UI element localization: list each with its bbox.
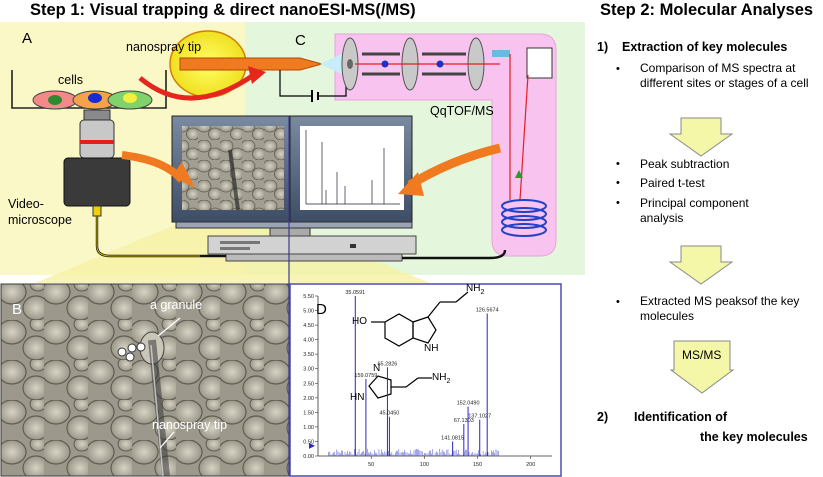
y-tick-label: 5.50 <box>303 294 314 300</box>
y-tick-label: 1.00 <box>303 425 314 431</box>
monitors-drawing <box>171 115 507 262</box>
cells-drawing <box>32 90 153 110</box>
step-pca: Principal component analysis <box>640 196 749 225</box>
msms-label: MS/MS <box>682 348 722 362</box>
peak-label: 159.0759 <box>354 373 377 379</box>
mass-spectrum-chart: 5.50 5.00 4.50 4.00 3.50 3.00 2.50 2.00 1.50 1.00… <box>303 290 552 468</box>
step1-title: Step 1: Visual trapping & direct nanoESI… <box>30 1 416 19</box>
mol-nh: NH <box>424 343 439 354</box>
mol-n: N <box>373 363 381 374</box>
bullet-dot: • <box>616 177 620 189</box>
label-qqtof: QqTOF/MS <box>430 104 494 118</box>
molecule-structures <box>368 291 469 399</box>
x-tick-label: 150 <box>473 462 482 468</box>
y-tick-label: 3.00 <box>303 367 314 373</box>
step-peak-subtraction: Peak subtraction <box>640 157 730 171</box>
x-tick-label: 50 <box>368 462 374 468</box>
ion-optics <box>341 37 553 201</box>
peak-label: 35.0591 <box>345 290 365 296</box>
label-granule: a granule <box>150 298 203 312</box>
panel-label-c: C <box>295 32 306 49</box>
y-tick-label: 3.50 <box>303 352 314 358</box>
peak-label: 45.0450 <box>379 411 399 417</box>
section1-title: Extraction of key molecules <box>622 40 788 54</box>
peak-label: 65.2826 <box>377 361 397 367</box>
bullet-dot: • <box>616 63 620 75</box>
section2-line2: the key molecules <box>700 430 808 444</box>
spectrum-panel-d <box>289 283 562 477</box>
step2-title: Step 2: Molecular Analyses <box>600 1 814 19</box>
label-nanospray-tip-bottom: nanospray tip <box>152 418 228 432</box>
qqtof-instrument <box>334 33 557 257</box>
step-extracted-peaks: Extracted MS peaksof the key molecules <box>640 294 800 323</box>
y-tick-label: 2.50 <box>303 381 314 387</box>
x-tick-label: 100 <box>420 462 429 468</box>
bullet-dot: • <box>616 158 620 170</box>
mol-hn: HN <box>350 392 365 403</box>
mol-ho: HO <box>352 316 367 327</box>
bullet-dot: • <box>616 296 620 308</box>
x-tick-label: 200 <box>526 462 535 468</box>
micrograph-panel-b <box>0 283 290 477</box>
section1-number: 1) <box>597 40 609 54</box>
label-cells: cells <box>58 73 84 87</box>
peak-label: 141.0815 <box>441 435 464 441</box>
bullet-dot: • <box>616 197 620 209</box>
y-tick-label: 0.00 <box>303 454 314 460</box>
microscope-drawing <box>63 109 200 258</box>
nanospray-needle <box>179 57 324 71</box>
step-comparison: Comparison of MS spectra at different si… <box>640 61 809 90</box>
step-paired-t-test: Paired t-test <box>640 176 705 190</box>
peak-label: 152.0490 <box>457 401 480 407</box>
label-nanospray-tip-top: nanospray tip <box>126 40 202 54</box>
label-videomicroscope-1: Video- <box>8 197 44 211</box>
peak-label: 67.1303 <box>454 418 474 424</box>
down-arrow-1 <box>669 117 733 157</box>
peak-label: 126.5674 <box>476 307 499 313</box>
section2-number: 2) <box>597 410 609 424</box>
mol-nh2-top: NH2 <box>466 283 485 296</box>
panel-label-b: B <box>12 301 23 318</box>
y-tick-label: 4.50 <box>303 323 314 329</box>
msms-arrow <box>670 340 734 394</box>
panel-label-a: A <box>22 30 33 47</box>
y-tick-label: 4.00 <box>303 338 314 344</box>
detector-coil <box>501 199 547 237</box>
y-tick-label: 0.50 <box>303 439 314 445</box>
y-tick-label: 2.00 <box>303 396 314 402</box>
label-videomicroscope-2: microscope <box>8 213 72 227</box>
y-tick-label: 5.00 <box>303 309 314 315</box>
mol-nh2-bottom: NH2 <box>432 372 451 385</box>
axis-marker <box>309 442 315 449</box>
y-tick-label: 1.50 <box>303 410 314 416</box>
spray-cone <box>320 52 346 76</box>
panel-label-d: D <box>316 301 327 318</box>
down-arrow-2 <box>669 245 733 285</box>
section2-line1: Identification of <box>634 410 728 424</box>
peak-label: 137.1027 <box>468 414 491 420</box>
